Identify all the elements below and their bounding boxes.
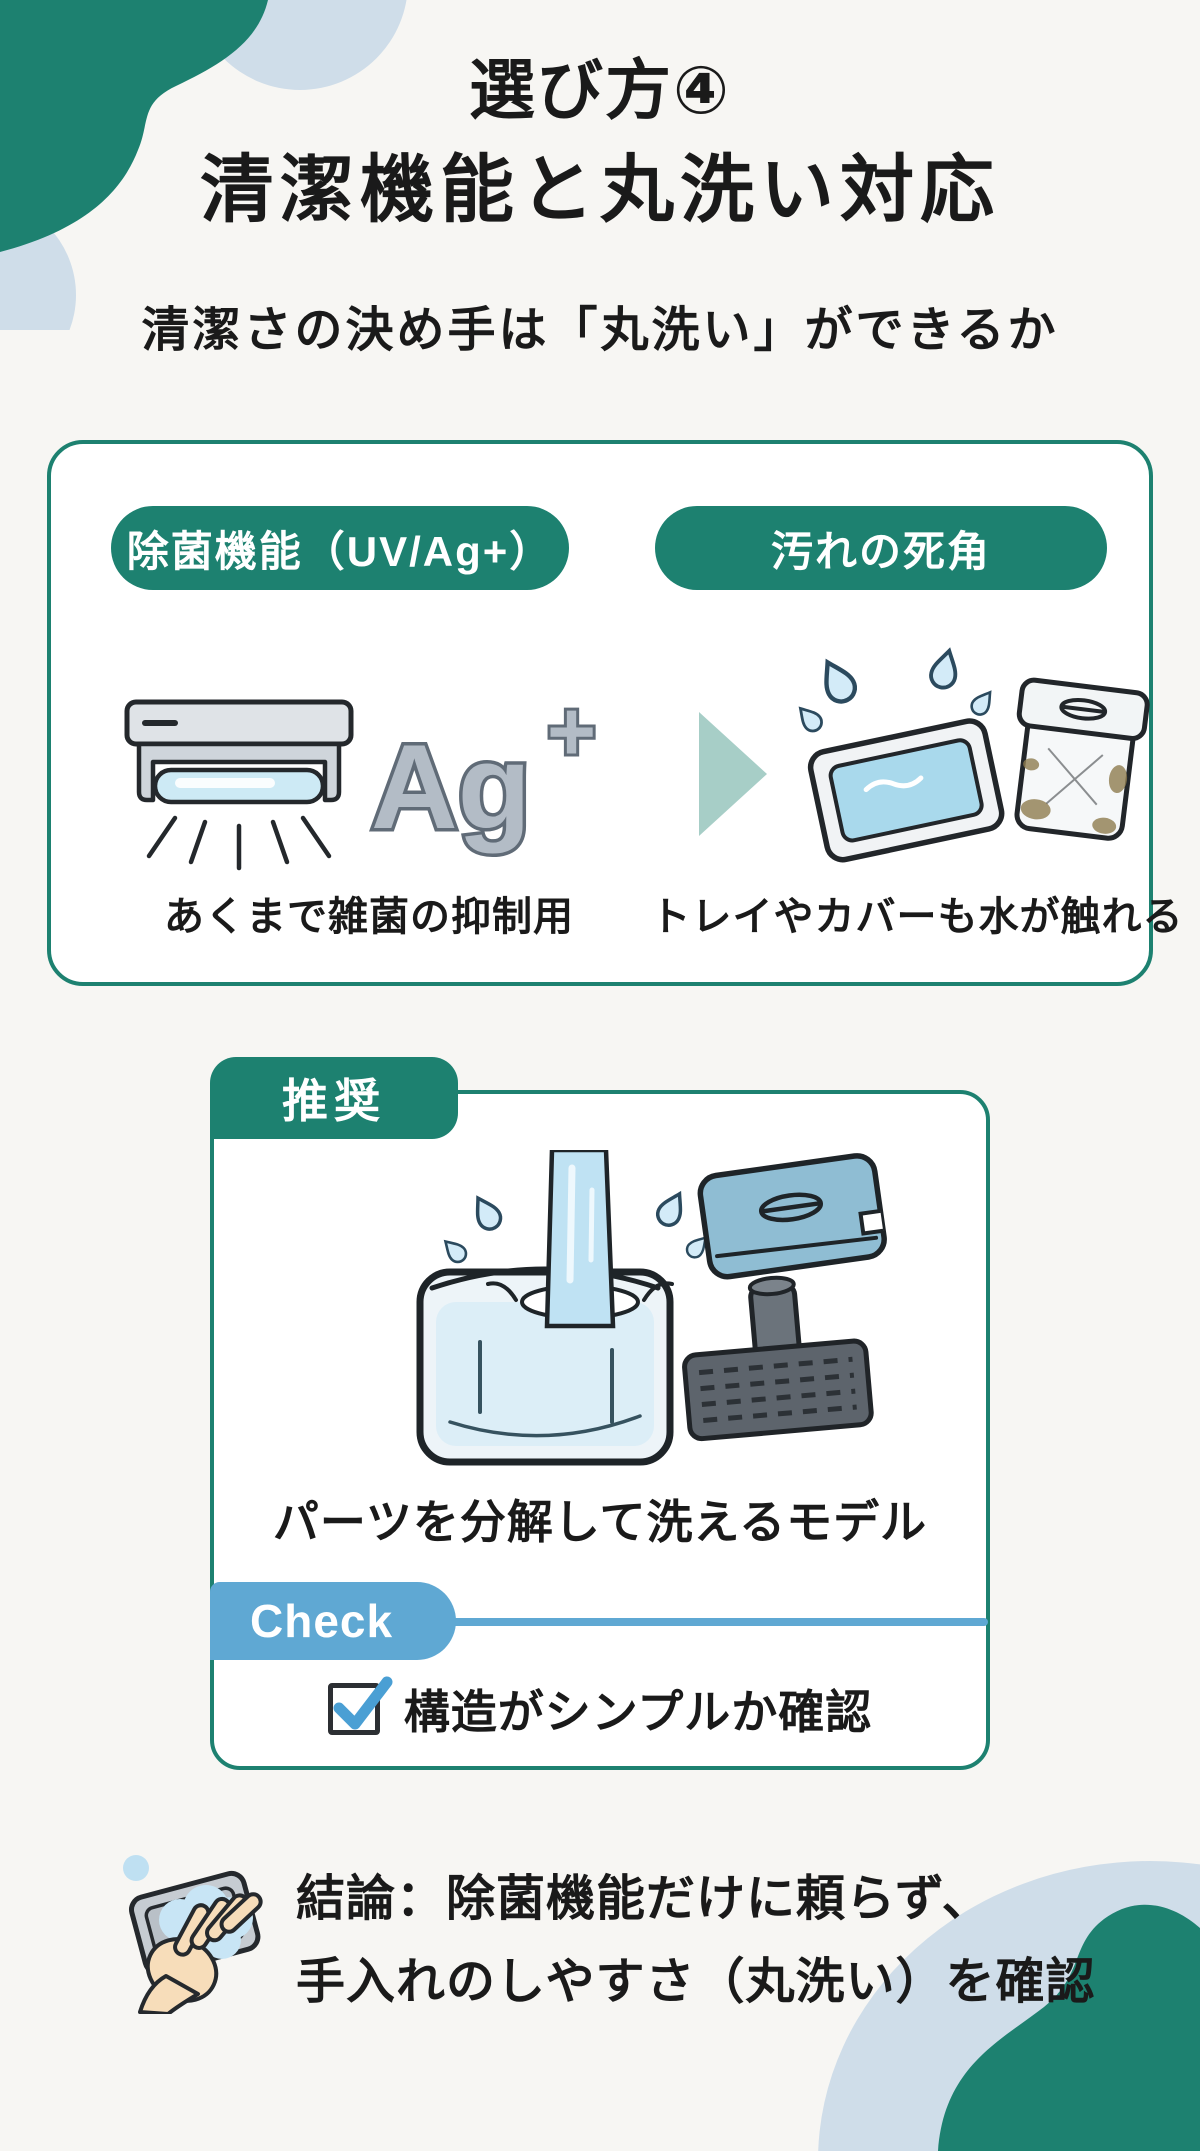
conclusion-text: 結論：除菌機能だけに頼らず、 手入れのしやすさ（丸洗い）を確認 <box>296 1858 1096 2024</box>
conclusion-line1: 結論：除菌機能だけに頼らず、 <box>296 1872 992 1926</box>
page-title-line1: 選び方④ <box>469 53 731 127</box>
dirt-caption: トレイやカバーも水が触れる <box>650 895 1184 939</box>
recommend-card: パーツを分解して洗えるモデル Check 構造がシンプルか確認 <box>210 1090 990 1770</box>
dirty-container-icon <box>1014 677 1150 841</box>
water-tray-icon <box>798 647 1005 863</box>
arrow-right-icon <box>699 712 767 836</box>
checkbox-check-icon <box>333 1676 393 1730</box>
recommend-caption: パーツを分解して洗えるモデル <box>272 1496 928 1548</box>
check-divider-line <box>440 1618 988 1626</box>
page-subtitle: 清潔さの決め手は「丸洗い」ができるか <box>141 304 1059 357</box>
checkbox <box>327 1676 393 1735</box>
check-tab: Check <box>210 1582 456 1660</box>
comparison-card: 除菌機能（UV/Ag+） 汚れの死角 Ag + <box>47 440 1183 986</box>
uv-badge: 除菌機能（UV/Ag+） <box>111 506 569 590</box>
page-title: 選び方④ 清潔機能と丸洗い対応 <box>0 42 1200 242</box>
recommend-tab: 推奨 <box>210 1057 458 1139</box>
page-title-line2: 清潔機能と丸洗い対応 <box>200 148 1000 231</box>
uv-caption: あくまで雑菌の抑制用 <box>164 895 574 939</box>
dirt-badge: 汚れの死角 <box>655 506 1107 590</box>
ag-text: Ag <box>371 720 531 854</box>
conclusion-line2: 手入れのしやすさ（丸洗い）を確認 <box>296 1955 1096 2009</box>
ag-plus-text: + <box>547 690 596 778</box>
silver-ion-icon: Ag + <box>369 690 599 858</box>
wash-parts-illustration <box>416 1150 887 1466</box>
hand-washing-icon <box>123 1855 263 2014</box>
check-item-row: 構造がシンプルか確認 <box>214 1676 986 1742</box>
uv-lamp-icon <box>124 699 354 871</box>
check-item-label: 構造がシンプルか確認 <box>403 1686 873 1738</box>
